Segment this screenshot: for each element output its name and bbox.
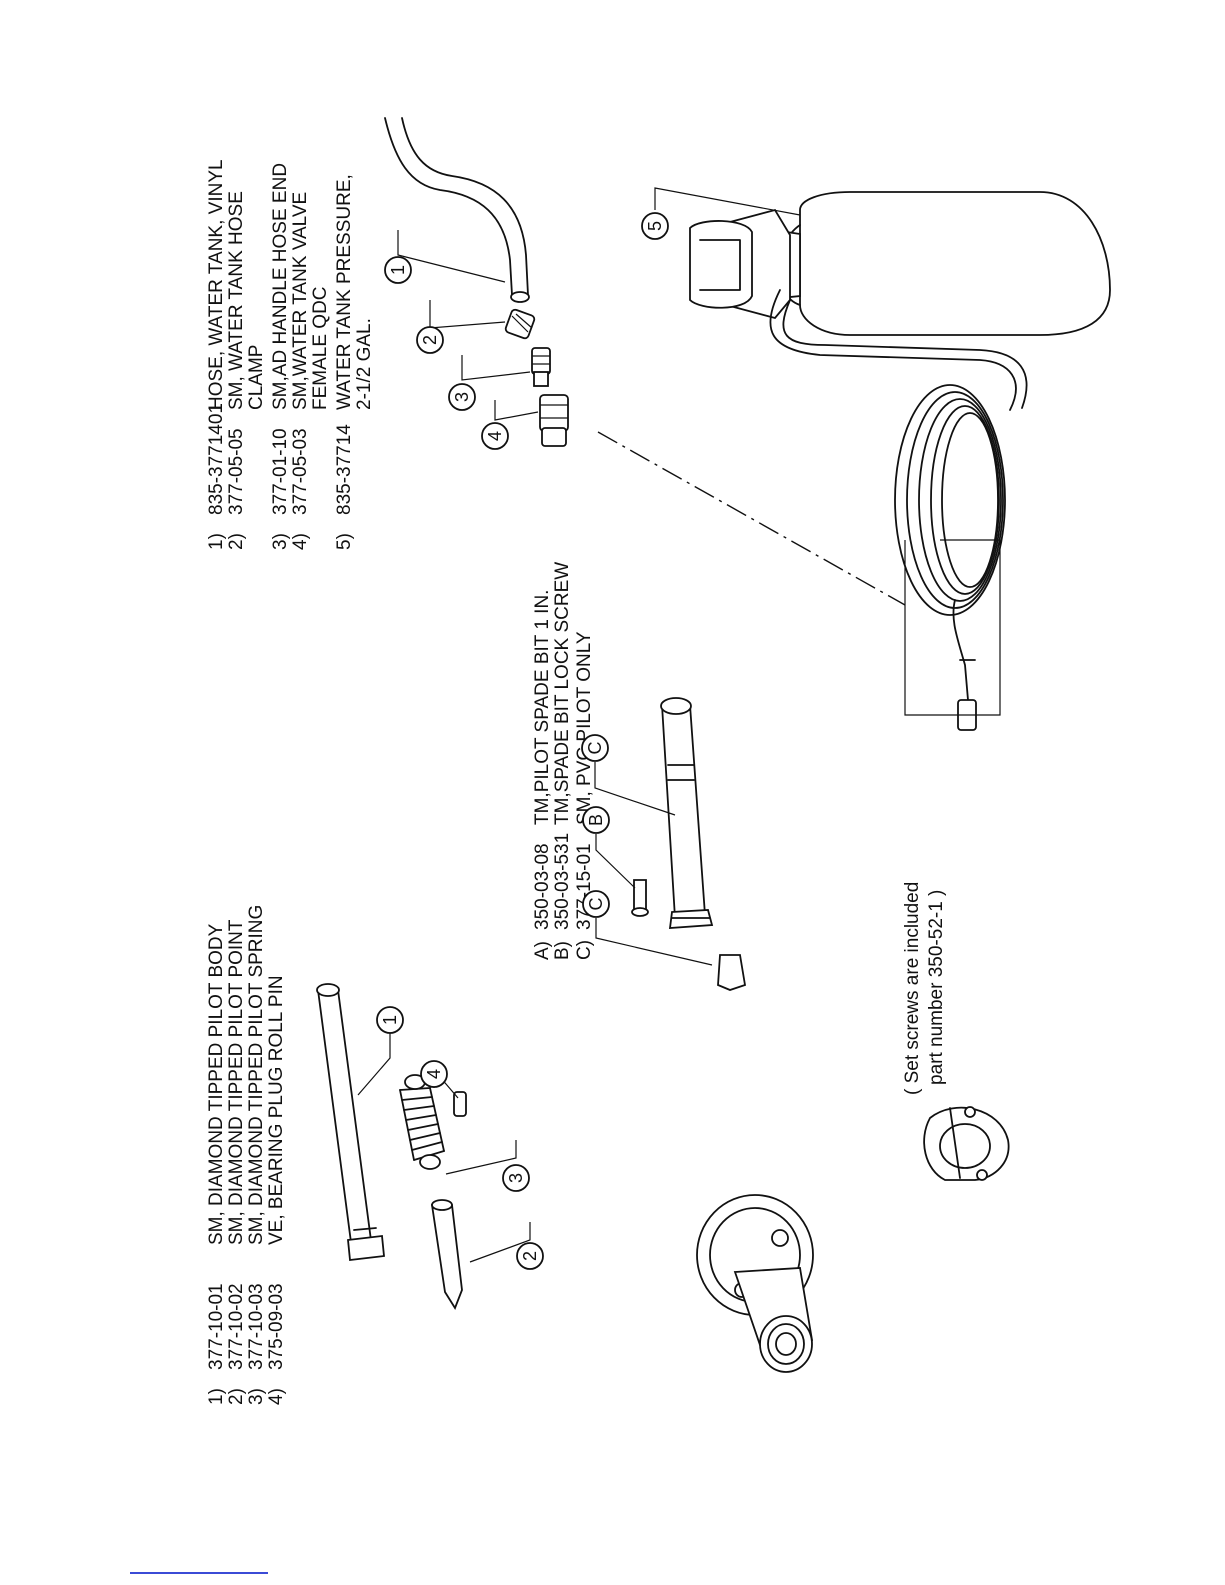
pilot-parts-row-2-part: 377-10-02 <box>226 1283 247 1370</box>
svg-text:5: 5 <box>645 221 665 231</box>
svg-text:B: B <box>586 814 606 826</box>
pilot-parts-row-1-desc: SM, DIAMOND TIPPED PILOT BODY <box>206 923 227 1245</box>
pressure-tank-drawing <box>689 191 1111 731</box>
spade-parts-row-2-desc: TM,SPADE BIT LOCK SCREW <box>552 562 573 825</box>
tank-parts-row-2-num: 2) <box>226 533 247 550</box>
pilot-parts-row-3-part: 377-10-03 <box>246 1283 267 1370</box>
set-screw-note-line2: part number 350-52-1 ) <box>926 890 947 1085</box>
pilot-spring-drawing <box>399 1074 445 1170</box>
tank-parts-row-4-num: 3) <box>270 533 291 550</box>
spade-bit-drawing <box>717 954 747 991</box>
svg-text:1: 1 <box>380 1015 400 1025</box>
spade-parts-row-1-num: A) <box>532 941 553 960</box>
tank-parts-row-5-num: 4) <box>290 533 311 550</box>
tank-callout-5: 5 <box>641 187 801 240</box>
spade-parts-row-3-desc: SM, PVC PILOT ONLY <box>574 631 595 825</box>
roll-pin-drawing <box>453 1091 467 1117</box>
svg-text:3: 3 <box>506 1173 526 1183</box>
tank-parts-row-2-desc: SM, WATER TANK HOSE <box>226 191 247 410</box>
tank-parts-row-8-desc: 2-1/2 GAL. <box>354 318 375 410</box>
spade-bit-assembly: C B C <box>581 697 747 991</box>
tank-parts-row-7-part: 835-37714 <box>334 424 355 515</box>
tank-callout-2: 2 <box>416 300 506 354</box>
pilot-parts-row-4-part: 375-09-03 <box>266 1283 287 1370</box>
tank-callout-1: 1 <box>384 230 506 284</box>
female-qdc-drawing <box>539 394 569 447</box>
page-link-underline[interactable] <box>130 1572 268 1574</box>
tank-callout-4: 4 <box>481 400 539 450</box>
pilot-parts-row-4-desc: VE, BEARING PLUG ROLL PIN <box>266 975 287 1245</box>
pvc-pilot-drawing <box>661 704 706 919</box>
tank-parts-row-5-desc: SM,WATER TANK VALVE <box>290 192 311 410</box>
tank-parts-row-7-desc: WATER TANK PRESSURE, <box>334 174 355 410</box>
pilot-callout-1: 1 <box>357 1006 404 1096</box>
tank-parts-row-6-desc: FEMALE QDC <box>310 286 331 410</box>
tank-parts-row-5-part: 377-05-03 <box>290 428 311 515</box>
pilot-callout-2: 2 <box>469 1222 544 1270</box>
svg-text:2: 2 <box>420 335 440 345</box>
pilot-parts-list: 1) 377-10-01 SM, DIAMOND TIPPED PILOT BODY… <box>206 905 287 1405</box>
pilot-parts-row-3-desc: SM, DIAMOND TIPPED PILOT SPRING <box>246 905 267 1245</box>
spade-parts-list: A) 350-03-08 TM,PILOT SPADE BIT 1 IN. B) 350… <box>532 562 595 960</box>
pilot-parts-row-2-desc: SM, DIAMOND TIPPED PILOT POINT <box>226 919 247 1245</box>
vinyl-hose-drawing <box>384 117 513 296</box>
spade-parts-row-1-desc: TM,PILOT SPADE BIT 1 IN. <box>532 590 553 825</box>
set-collar-drawing <box>923 1106 1010 1181</box>
pilot-callout-4: 4 <box>420 1060 459 1099</box>
spade-parts-row-2-part: 350-03-531 <box>552 833 573 930</box>
diamond-pilot-assembly: 1 4 3 2 <box>316 983 544 1310</box>
spade-callout-c-top: C <box>581 734 676 816</box>
tank-parts-row-7-num: 5) <box>334 533 355 550</box>
pilot-parts-row-2-num: 2) <box>226 1388 247 1405</box>
tank-parts-row-3-desc: CLAMP <box>246 345 267 410</box>
pilot-body-drawing <box>316 989 374 1251</box>
spade-parts-row-2-num: B) <box>552 941 573 960</box>
water-tank-assembly: 1 2 3 4 5 <box>384 117 1111 731</box>
pilot-parts-row-1-part: 377-10-01 <box>206 1283 227 1370</box>
svg-text:4: 4 <box>485 431 505 441</box>
handle-hose-end-drawing <box>531 347 551 387</box>
svg-text:3: 3 <box>452 392 472 402</box>
set-screw-note: ( Set screws are included part number 35… <box>902 882 947 1095</box>
tank-parts-row-1-part: 835-3771401 <box>206 403 227 515</box>
pilot-callout-3: 3 <box>445 1140 530 1192</box>
tank-parts-row-4-part: 377-01-10 <box>270 428 291 515</box>
svg-text:C: C <box>586 898 606 911</box>
svg-text:1: 1 <box>388 265 408 275</box>
svg-text:4: 4 <box>424 1069 444 1079</box>
spade-callout-c-bottom: C <box>582 890 713 966</box>
spade-callout-b: B <box>582 806 636 889</box>
pilot-point-drawing <box>430 1204 463 1310</box>
pilot-parts-row-1-num: 1) <box>206 1388 227 1405</box>
svg-text:C: C <box>585 742 605 755</box>
pilot-parts-row-3-num: 3) <box>246 1388 267 1405</box>
spade-parts-row-3-num: C) <box>574 940 595 960</box>
tank-parts-row-1-desc: HOSE, WATER TANK, VINYL <box>206 159 227 410</box>
pilot-parts-row-4-num: 4) <box>266 1388 287 1405</box>
bearing-plug-drawing <box>696 1194 814 1373</box>
spade-parts-row-1-part: 350-03-08 <box>532 843 553 930</box>
tank-callout-3: 3 <box>448 355 531 411</box>
tank-parts-row-4-desc: SM,AD HANDLE HOSE END <box>270 163 291 410</box>
set-screw-note-line1: ( Set screws are included <box>902 882 923 1095</box>
tank-parts-row-1-num: 1) <box>206 533 227 550</box>
tank-parts-row-2-part: 377-05-05 <box>226 428 247 515</box>
hose-clamp-drawing <box>504 308 536 340</box>
svg-text:2: 2 <box>520 1251 540 1261</box>
connection-leader-line <box>597 431 906 606</box>
